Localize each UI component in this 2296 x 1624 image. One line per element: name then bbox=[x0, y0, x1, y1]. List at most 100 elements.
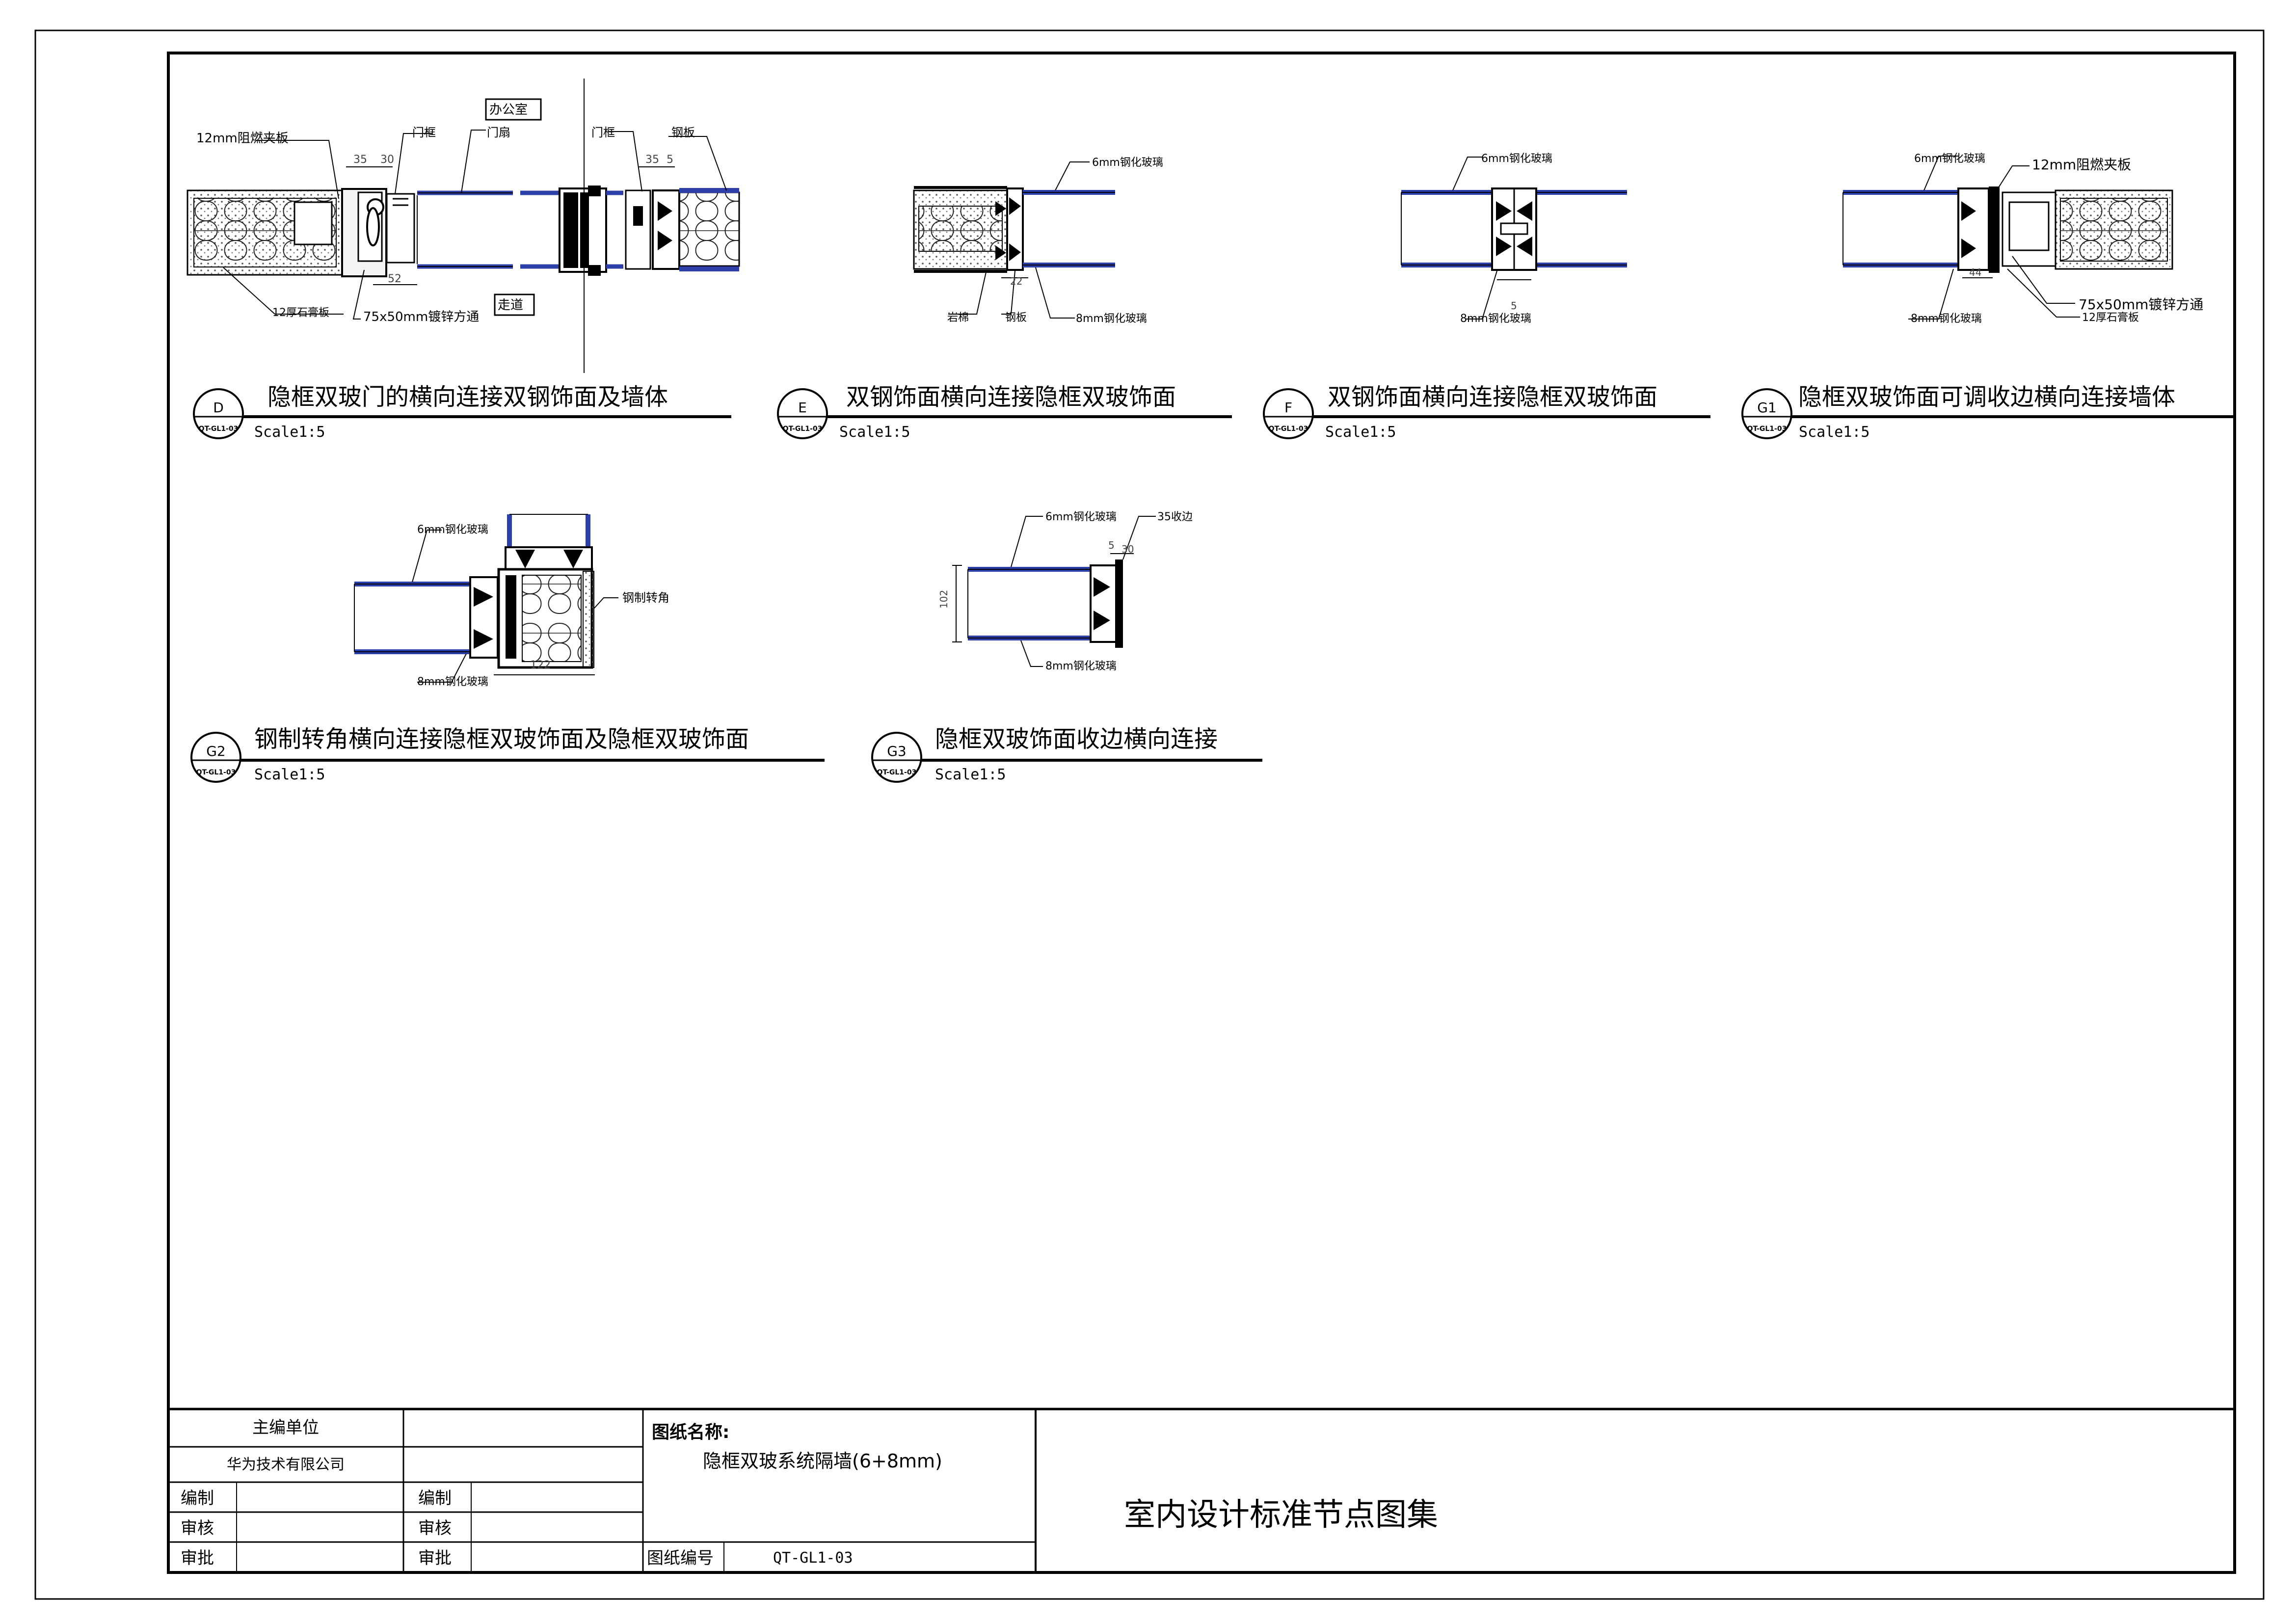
detail-D-labels: 12mm阻燃夹板 门框 门扇 门框 钢板 办公室 走道 12厚石膏板 75x50… bbox=[196, 103, 695, 324]
dim-30: 30 bbox=[380, 154, 394, 166]
label-door-frame-left: 门框 bbox=[412, 126, 436, 139]
label-rockwool: 岩棉 bbox=[947, 312, 969, 324]
detail-F-scale: Scale1:5 bbox=[1325, 424, 1396, 441]
detail-G3-scale: Scale1:5 bbox=[935, 766, 1006, 783]
dim-35b: 35 bbox=[645, 154, 659, 166]
detail-G3-ref: QT-GL1-03 bbox=[877, 769, 917, 776]
detail-F-marker bbox=[1263, 388, 1314, 439]
detail-G2-labels: 6mm钢化玻璃 钢制转角 8mm钢化玻璃 122 bbox=[417, 524, 669, 688]
detail-E-marker bbox=[777, 388, 828, 439]
detail-E-ref: QT-GL1-03 bbox=[783, 425, 823, 433]
detail-G2-letter: G2 bbox=[206, 743, 226, 759]
label-door-leaf: 门扇 bbox=[487, 126, 510, 139]
dim-5: 5 bbox=[1108, 539, 1115, 551]
label-steel-tube: 75x50mm镀锌方通 bbox=[2079, 296, 2203, 313]
label-steel-plate: 钢板 bbox=[1005, 312, 1027, 324]
detail-F-drawing bbox=[1401, 157, 1627, 319]
label-edge35: 35收边 bbox=[1157, 511, 1193, 523]
dim-22: 22 bbox=[1010, 275, 1022, 287]
label-glass6: 6mm钢化玻璃 bbox=[1045, 511, 1117, 523]
label-glass8: 8mm钢化玻璃 bbox=[1460, 313, 1531, 325]
row-label-reviewed: 审核 bbox=[181, 1518, 214, 1538]
detail-G2-title: G2 QT-GL1-03 钢制转角横向连接隐框双玻饰面及隐框双玻饰面 Scale… bbox=[190, 725, 825, 783]
dim-5: 5 bbox=[667, 154, 673, 166]
detail-G2-title-text: 钢制转角横向连接隐框双玻饰面及隐框双玻饰面 bbox=[254, 725, 749, 753]
label-glass8: 8mm钢化玻璃 bbox=[1911, 313, 1982, 325]
drawing-no: QT-GL1-03 bbox=[773, 1549, 853, 1567]
row-label-prepared: 编制 bbox=[181, 1489, 214, 1508]
label-gypsum: 12厚石膏板 bbox=[272, 307, 329, 319]
label-office: 办公室 bbox=[489, 103, 528, 117]
detail-F-letter: F bbox=[1284, 399, 1292, 416]
row-label-approved-2: 审批 bbox=[418, 1548, 452, 1568]
row-label-prepared-2: 编制 bbox=[418, 1489, 452, 1508]
chief-unit-label: 主编单位 bbox=[252, 1418, 319, 1438]
detail-G1-scale: Scale1:5 bbox=[1799, 424, 1870, 441]
dim-5: 5 bbox=[1511, 300, 1517, 312]
outer-border bbox=[34, 29, 2265, 1600]
detail-D-ref: QT-GL1-03 bbox=[199, 425, 239, 433]
detail-G3-labels: 6mm钢化玻璃 35收边 8mm钢化玻璃 5 30 102 bbox=[938, 511, 1193, 672]
dim-35a: 35 bbox=[353, 154, 367, 166]
detail-D-title: D QT-GL1-03 隐框双玻门的横向连接双钢饰面及墙体 Scale1:5 bbox=[193, 383, 731, 441]
detail-D-drawing bbox=[187, 79, 740, 373]
detail-E-drawing bbox=[913, 161, 1115, 319]
title-block-text: 主编单位 华为技术有限公司 编制 审核 审批 编制 审核 审批 图纸名称: 隐框… bbox=[181, 1418, 1438, 1568]
atlas-title: 室内设计标准节点图集 bbox=[1124, 1497, 1438, 1533]
title-block bbox=[168, 1408, 2235, 1572]
dim-122: 122 bbox=[530, 659, 551, 671]
label-gypsum: 12厚石膏板 bbox=[2082, 312, 2139, 324]
label-door-frame-right: 门框 bbox=[591, 126, 615, 139]
dim-44: 44 bbox=[1969, 266, 1981, 278]
company-name: 华为技术有限公司 bbox=[227, 1456, 345, 1473]
label-fireboard: 12mm阻燃夹板 bbox=[196, 131, 289, 146]
label-steel-plate: 钢板 bbox=[671, 126, 695, 139]
detail-F-title-text: 双钢饰面横向连接隐框双玻饰面 bbox=[1328, 383, 1657, 411]
label-glass6: 6mm钢化玻璃 bbox=[1092, 157, 1163, 169]
dim-52: 52 bbox=[388, 273, 401, 285]
detail-F-title: F QT-GL1-03 双钢饰面横向连接隐框双玻饰面 Scale1:5 bbox=[1263, 383, 1710, 441]
detail-G3-title-text: 隐框双玻饰面收边横向连接 bbox=[935, 725, 1218, 753]
drawing-name-label: 图纸名称: bbox=[652, 1422, 729, 1442]
detail-G1-labels: 6mm钢化玻璃 12mm阻燃夹板 75x50mm镀锌方通 12厚石膏板 8mm钢… bbox=[1911, 153, 2203, 325]
detail-F-labels: 6mm钢化玻璃 8mm钢化玻璃 5 bbox=[1460, 153, 1552, 325]
label-glass6: 6mm钢化玻璃 bbox=[1481, 153, 1552, 165]
label-glass6: 6mm钢化玻璃 bbox=[1914, 153, 1985, 165]
detail-E-title-text: 双钢饰面横向连接隐框双玻饰面 bbox=[846, 383, 1176, 411]
label-steel-tube: 75x50mm镀锌方通 bbox=[363, 310, 479, 324]
detail-G1-marker bbox=[1741, 388, 1792, 439]
detail-E-title: E QT-GL1-03 双钢饰面横向连接隐框双玻饰面 Scale1:5 bbox=[777, 383, 1232, 441]
detail-G2-ref: QT-GL1-03 bbox=[196, 769, 236, 776]
detail-D-scale: Scale1:5 bbox=[254, 424, 325, 441]
detail-G3-marker bbox=[871, 732, 922, 783]
detail-G3-drawing bbox=[952, 516, 1156, 667]
label-corridor: 走道 bbox=[498, 298, 523, 313]
label-steel-corner: 钢制转角 bbox=[622, 591, 669, 605]
detail-D-title-text: 隐框双玻门的横向连接双钢饰面及墙体 bbox=[267, 383, 668, 411]
dim-102: 102 bbox=[938, 590, 950, 609]
detail-E-scale: Scale1:5 bbox=[839, 424, 910, 441]
inner-border bbox=[167, 52, 2236, 1574]
row-label-reviewed-2: 审核 bbox=[418, 1518, 452, 1538]
label-glass8: 8mm钢化玻璃 bbox=[1045, 660, 1117, 672]
detail-D-marker bbox=[193, 388, 244, 439]
detail-G1-title-text: 隐框双玻饰面可调收边横向连接墙体 bbox=[1798, 383, 2175, 411]
detail-G3-letter: G3 bbox=[887, 743, 907, 759]
detail-G2-scale: Scale1:5 bbox=[254, 766, 325, 783]
detail-G2-drawing bbox=[354, 514, 618, 683]
drawing-no-label: 图纸编号 bbox=[647, 1548, 714, 1568]
detail-F-ref: QT-GL1-03 bbox=[1269, 425, 1308, 433]
row-label-approved: 审批 bbox=[181, 1548, 214, 1568]
detail-G3-title: G3 QT-GL1-03 隐框双玻饰面收边横向连接 Scale1:5 bbox=[871, 725, 1262, 783]
drawing-name: 隐框双玻系统隔墙(6+8mm) bbox=[703, 1450, 942, 1472]
detail-G1-letter: G1 bbox=[1757, 399, 1777, 416]
label-glass8: 8mm钢化玻璃 bbox=[417, 676, 488, 688]
label-glass8: 8mm钢化玻璃 bbox=[1076, 313, 1147, 325]
detail-G1-drawing bbox=[1842, 156, 2173, 319]
label-fireboard: 12mm阻燃夹板 bbox=[2032, 157, 2131, 173]
detail-E-labels: 6mm钢化玻璃 岩棉 钢板 8mm钢化玻璃 22 bbox=[947, 157, 1163, 325]
detail-G1-title: G1 QT-GL1-03 隐框双玻饰面可调收边横向连接墙体 Scale1:5 bbox=[1741, 383, 2235, 441]
detail-G1-ref: QT-GL1-03 bbox=[1747, 425, 1787, 433]
detail-D-letter: D bbox=[213, 399, 224, 416]
